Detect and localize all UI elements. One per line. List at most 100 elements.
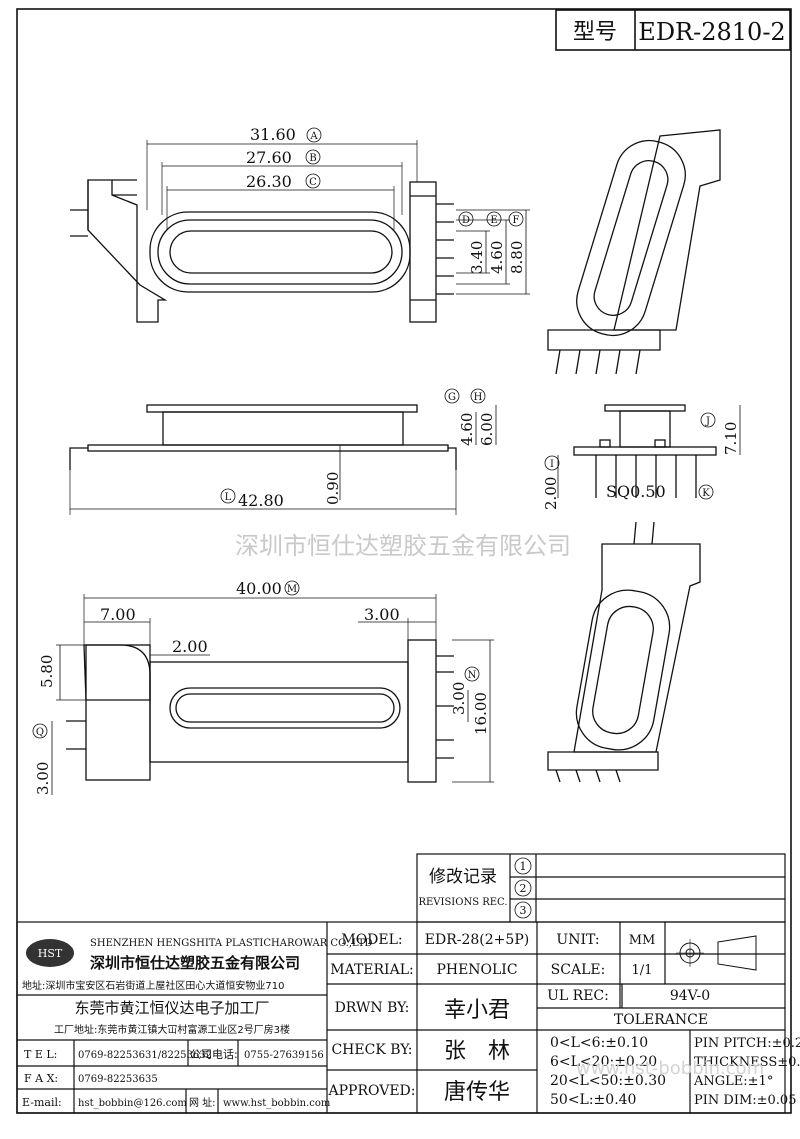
web-value: www.hst_bobbin.com — [223, 1098, 331, 1109]
company-info: HST SHENZHEN HENGSHITA PLASTICHAROWAR CO… — [22, 938, 373, 1109]
scale-label: SCALE: — [551, 962, 606, 978]
bottom-view-dims: 40.00 M 7.00 3.00 2.00 5.80 3.00 N 16.00… — [32, 579, 490, 795]
revision-3: 3 — [520, 904, 527, 917]
check-label: CHECK BY: — [331, 1042, 412, 1058]
tolerance-title: TOLERANCE — [614, 1012, 708, 1028]
model-field-label: MODEL: — [341, 932, 402, 948]
callout-n: N — [468, 670, 477, 681]
dim-g: 4.60 — [458, 413, 476, 446]
watermark: 深圳市恒仕达塑胶五金有限公司 — [235, 532, 571, 560]
tel-value: 0769-82253631/82253632 — [78, 1050, 212, 1061]
factory-name: 东莞市黄江恒仪达电子加工厂 — [74, 999, 269, 1017]
iso-view-top — [547, 129, 721, 375]
dim-n-small: 3.00 — [450, 682, 468, 715]
top-view — [70, 140, 530, 323]
callout-m: M — [287, 584, 297, 595]
footer-watermark: www.hst-bobbin.com — [576, 1058, 764, 1079]
top-view-dims: 31.60 A 27.60 B 26.30 C D E F 3.40 4.60 … — [246, 125, 526, 274]
factory-address: 工厂地址:东莞市黄江镇大冚村富源工业区2号厂房3楼 — [54, 1023, 290, 1036]
dim-j: 7.10 — [722, 422, 740, 455]
web-label: 网 址: — [189, 1096, 216, 1109]
dim-d: 3.40 — [468, 241, 486, 274]
callout-l: L — [225, 492, 232, 503]
tol-other-3: ANGLE:±1° — [693, 1074, 773, 1089]
approved-value: 唐传华 — [444, 1080, 510, 1105]
ul-value: 94V-0 — [670, 988, 710, 1004]
company-logo: HST — [26, 939, 74, 967]
spec-table: MODEL: EDR-28(2+5P) UNIT: MM MATERIAL: P… — [328, 932, 800, 1108]
dim-e: 4.60 — [488, 241, 506, 274]
dim-right: 3.00 — [364, 605, 400, 624]
callout-k: K — [702, 488, 710, 499]
projection-symbol — [676, 935, 757, 971]
tol-other-2: THICKNESS±0.15 — [694, 1055, 800, 1070]
scale-value: 1/1 — [632, 963, 653, 978]
callout-f: F — [513, 215, 520, 226]
callout-d: D — [462, 215, 470, 226]
tol-other-1: PIN PITCH:±0.2 — [694, 1036, 800, 1051]
model-label: 型号 — [573, 20, 617, 45]
email-value: hst_bobbin@126.com — [78, 1098, 187, 1109]
fax-value: 0769-82253635 — [78, 1074, 158, 1085]
email-label: E-mail: — [22, 1096, 62, 1109]
callout-i: I — [550, 459, 554, 470]
dim-pin-thick: 0.90 — [324, 472, 342, 505]
end-view — [557, 404, 741, 498]
title-block-lines — [16, 853, 786, 1114]
tol-range-2: 6<L<20:±0.20 — [550, 1054, 657, 1070]
phone-value: 0755-27639156 — [244, 1050, 324, 1061]
dim-h: 6.00 — [478, 413, 496, 446]
dim-c: 26.30 — [246, 172, 292, 191]
ul-label: UL REC: — [547, 988, 609, 1004]
fax-label: F A X: — [24, 1072, 58, 1085]
tol-range-4: 50<L:±0.40 — [550, 1092, 636, 1108]
drawn-value: 幸小君 — [444, 998, 510, 1023]
model-header: 型号 EDR-2810-2 — [555, 9, 791, 51]
dim-q: 3.00 — [34, 762, 52, 795]
dim-gap: 2.00 — [172, 637, 208, 656]
callout-b: B — [309, 153, 316, 164]
bottom-view — [51, 594, 494, 795]
dim-tab-h: 5.80 — [38, 655, 56, 688]
dim-m: 40.00 — [236, 579, 282, 598]
material-label: MATERIAL: — [330, 962, 413, 978]
dim-k: SQ0.50 — [606, 482, 666, 501]
callout-q: Q — [36, 727, 44, 738]
iso-view-bottom — [547, 521, 701, 783]
unit-label: UNIT: — [556, 932, 599, 948]
model-field-value: EDR-28(2+5P) — [425, 932, 529, 948]
revisions: 修改记录 REVISIONS REC. 1 2 3 — [418, 857, 532, 919]
logo-text: HST — [38, 947, 63, 960]
tol-range-3: 20<L<50:±0.30 — [550, 1073, 666, 1089]
dim-left: 7.00 — [100, 605, 136, 624]
dim-a: 31.60 — [250, 125, 296, 144]
phone-label: 公司电话: — [190, 1048, 238, 1061]
dim-i: 2.00 — [542, 477, 560, 510]
dim-f: 8.80 — [508, 241, 526, 274]
model-code: EDR-2810-2 — [638, 18, 785, 46]
dim-b: 27.60 — [246, 148, 292, 167]
callout-j: J — [705, 416, 710, 427]
callout-g: G — [448, 392, 456, 403]
callout-c: C — [309, 177, 317, 188]
check-value: 张 林 — [444, 1039, 510, 1064]
tol-other-4: PIN DIM:±0.05 — [694, 1093, 796, 1108]
company-name-cn: 深圳市恒仕达塑胶五金有限公司 — [90, 954, 300, 972]
callout-e: E — [490, 215, 497, 226]
callout-h: H — [474, 392, 483, 403]
company-name-en: SHENZHEN HENGSHITA PLASTICHAROWAR CO.,LT… — [90, 938, 373, 949]
material-value: PHENOLIC — [436, 962, 517, 978]
revisions-title-cn: 修改记录 — [429, 867, 497, 887]
side-view-dims: L 42.80 0.90 G H 4.60 6.00 — [220, 388, 496, 510]
end-view-dims: J 7.10 I 2.00 SQ0.50 K — [542, 412, 740, 510]
callout-a: A — [309, 131, 318, 142]
dim-n-large: 16.00 — [472, 692, 490, 735]
tol-range-1: 0<L<6:±0.10 — [550, 1035, 648, 1051]
drawn-label: DRWN BY: — [335, 1000, 410, 1016]
company-address: 地址:深圳市宝安区石岩街道上屋社区田心大道恒安物业710 — [22, 979, 284, 992]
unit-value: MM — [629, 933, 656, 948]
dim-l: 42.80 — [238, 491, 284, 510]
revisions-title-en: REVISIONS REC. — [418, 897, 507, 908]
tel-label: T E L: — [24, 1048, 57, 1061]
